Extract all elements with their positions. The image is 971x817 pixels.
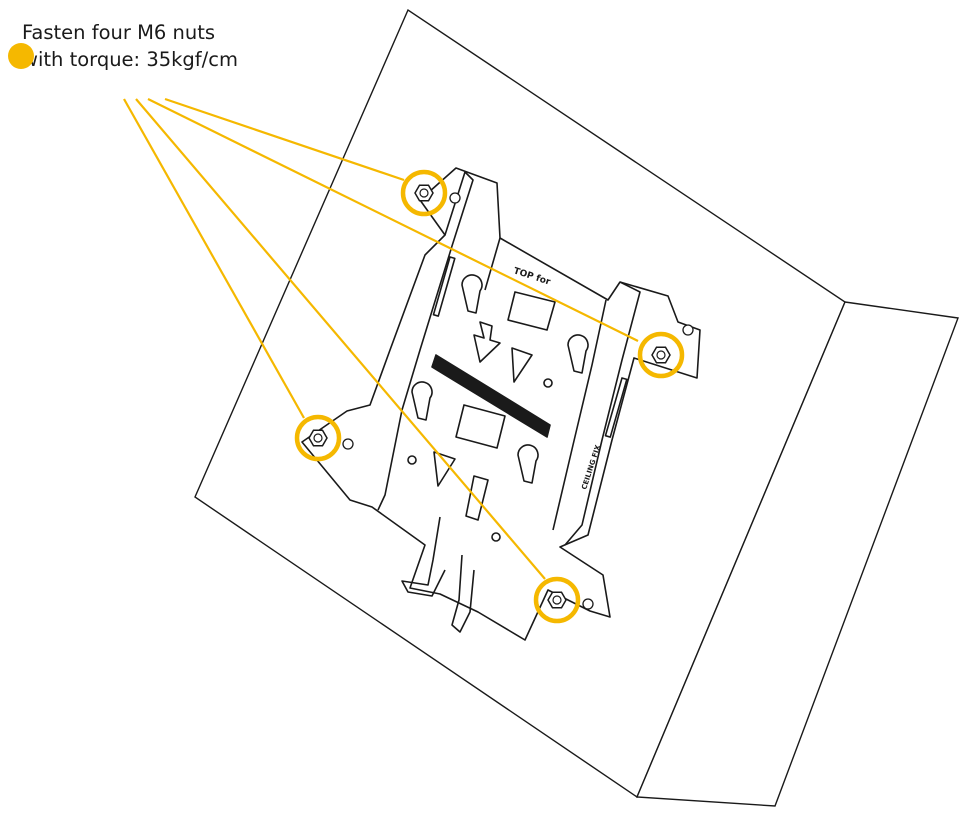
leader-line-top-nut (164, 97, 405, 182)
flange-slot-right (604, 377, 628, 438)
nut-right (637, 324, 694, 379)
mount-hole-icon (682, 324, 694, 336)
bracket-hole-1 (543, 378, 553, 388)
bolt-icon (552, 595, 562, 605)
wall-side-face (635, 301, 959, 807)
nut-highlight-ring (294, 414, 342, 462)
leader-line-left-nut (123, 98, 305, 419)
bracket-hook-left (401, 516, 446, 597)
bracket-center-slot (431, 354, 551, 438)
callout-line-2: with torque: 35kgf/cm (22, 48, 238, 71)
bracket-flange-right-inner (552, 299, 607, 531)
keyhole-slot-2 (567, 334, 589, 374)
leader-line-right-nut (147, 98, 639, 342)
keyhole-slot-3 (411, 381, 433, 421)
nut-bottom (533, 576, 594, 624)
mount-hole-icon (582, 598, 594, 610)
nut-left (294, 414, 354, 462)
callout-line-1: Fasten four M6 nuts (22, 21, 216, 44)
torque-callout: Fasten four M6 nuts with torque: 35kgf/c… (8, 19, 322, 73)
leader-line-bottom-nut (135, 98, 546, 580)
bracket-hook-right (451, 554, 475, 633)
bolt-icon (313, 433, 323, 443)
bolt-icon (419, 188, 429, 198)
flange-slot-left (432, 256, 456, 317)
bolt-icon (656, 350, 666, 360)
nut-highlight-ring (400, 169, 448, 217)
step-marker-icon (8, 43, 34, 69)
nut-highlight-ring (533, 576, 581, 624)
bracket-window-upper (507, 291, 556, 331)
bracket-window-lower (455, 404, 506, 449)
bracket-flange-left (377, 171, 474, 511)
keyhole-slot-4 (517, 444, 539, 484)
leader-lines (123, 97, 639, 580)
nut-top (400, 169, 461, 217)
mount-hole-icon (342, 438, 354, 450)
bracket-hole-2 (407, 455, 417, 465)
triangle-mark-2 (433, 451, 456, 487)
triangle-mark-1 (511, 347, 533, 383)
down-arrow-mark (473, 321, 501, 363)
bracket-flange-right (564, 281, 641, 546)
keyhole-slot-1 (461, 274, 483, 314)
bracket-hole-3 (491, 532, 501, 542)
nut-highlight-ring (637, 331, 685, 379)
mount-hole-icon (449, 192, 461, 204)
bracket-fold-line (484, 237, 501, 291)
